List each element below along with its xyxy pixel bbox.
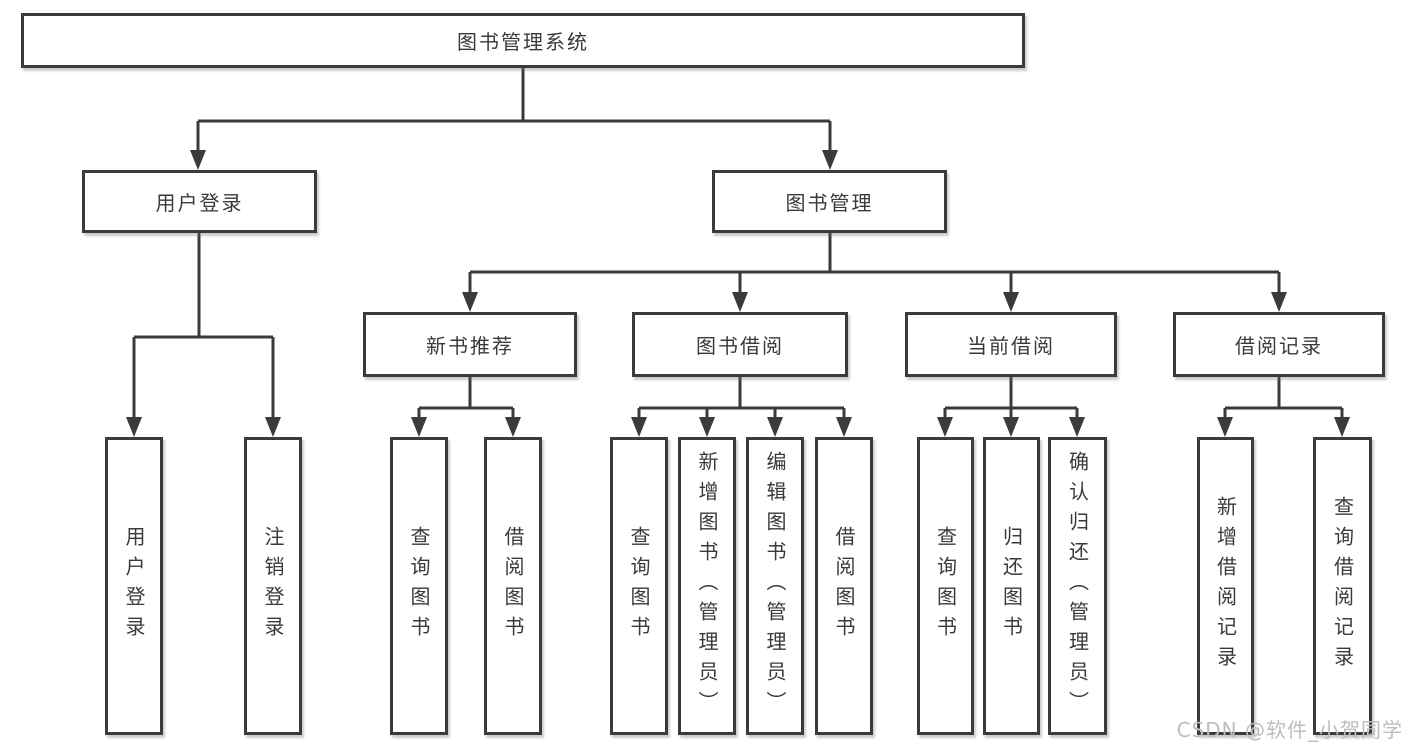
leaf-query-book-1: 查询图书 bbox=[390, 437, 448, 735]
node-new-book-recommend-label: 新书推荐 bbox=[426, 334, 514, 358]
node-current-borrow-label: 当前借阅 bbox=[967, 334, 1055, 358]
node-current-borrow: 当前借阅 bbox=[905, 312, 1117, 377]
leaf-query-book-3: 查询图书 bbox=[917, 437, 974, 735]
node-book-borrow: 图书借阅 bbox=[632, 312, 848, 377]
leaf-logout: 注销登录 bbox=[244, 437, 302, 735]
leaf-borrow-book-2: 借阅图书 bbox=[815, 437, 873, 735]
leaf-query-borrow-record: 查询借阅记录 bbox=[1313, 437, 1372, 735]
leaf-query-borrow-record-label: 查询借阅记录 bbox=[1330, 496, 1355, 676]
leaf-edit-book-admin-label: 编辑图书（管理员） bbox=[763, 451, 787, 721]
leaf-user-login: 用户登录 bbox=[105, 437, 163, 735]
leaf-user-login-label: 用户登录 bbox=[122, 526, 146, 646]
connector-book-borrow-children bbox=[637, 377, 846, 419]
node-root: 图书管理系统 bbox=[21, 13, 1025, 68]
leaf-query-book-1-label: 查询图书 bbox=[407, 526, 431, 646]
leaf-borrow-book-1: 借阅图书 bbox=[484, 437, 542, 735]
leaf-query-book-2-label: 查询图书 bbox=[627, 526, 651, 646]
leaf-add-borrow-record-label: 新增借阅记录 bbox=[1213, 496, 1238, 676]
leaf-confirm-return-admin: 确认归还（管理员） bbox=[1048, 437, 1107, 735]
connector-borrow-record-children bbox=[1223, 377, 1344, 419]
leaf-add-book-admin-label: 新增图书（管理员） bbox=[695, 451, 719, 721]
node-root-label: 图书管理系统 bbox=[457, 30, 589, 54]
connector-new-book-children bbox=[417, 377, 515, 419]
node-new-book-recommend: 新书推荐 bbox=[363, 312, 577, 377]
leaf-logout-label: 注销登录 bbox=[261, 526, 285, 646]
leaf-return-book: 归还图书 bbox=[983, 437, 1040, 735]
connector-root-to-level2 bbox=[196, 68, 832, 152]
leaf-edit-book-admin: 编辑图书（管理员） bbox=[746, 437, 804, 735]
connector-current-borrow-children bbox=[943, 377, 1079, 419]
node-borrow-record-label: 借阅记录 bbox=[1235, 334, 1323, 358]
leaf-return-book-label: 归还图书 bbox=[999, 526, 1024, 646]
arrowheads bbox=[126, 150, 1350, 437]
leaf-add-borrow-record: 新增借阅记录 bbox=[1197, 437, 1254, 735]
leaf-confirm-return-admin-label: 确认归还（管理员） bbox=[1065, 451, 1090, 721]
node-user-login: 用户登录 bbox=[82, 170, 317, 233]
node-book-management: 图书管理 bbox=[712, 170, 947, 233]
leaf-borrow-book-1-label: 借阅图书 bbox=[501, 526, 525, 646]
leaf-borrow-book-2-label: 借阅图书 bbox=[832, 526, 856, 646]
node-borrow-record: 借阅记录 bbox=[1173, 312, 1385, 377]
connector-user-login-children bbox=[132, 233, 275, 419]
node-book-borrow-label: 图书借阅 bbox=[696, 334, 784, 358]
leaf-query-book-2: 查询图书 bbox=[610, 437, 668, 735]
leaf-query-book-3-label: 查询图书 bbox=[933, 526, 958, 646]
node-user-login-label: 用户登录 bbox=[155, 191, 244, 215]
csdn-watermark: CSDN @软件_小贺同学 bbox=[1176, 718, 1403, 742]
node-book-management-label: 图书管理 bbox=[785, 191, 874, 215]
connector-book-management-children bbox=[468, 233, 1281, 294]
leaf-add-book-admin: 新增图书（管理员） bbox=[678, 437, 736, 735]
